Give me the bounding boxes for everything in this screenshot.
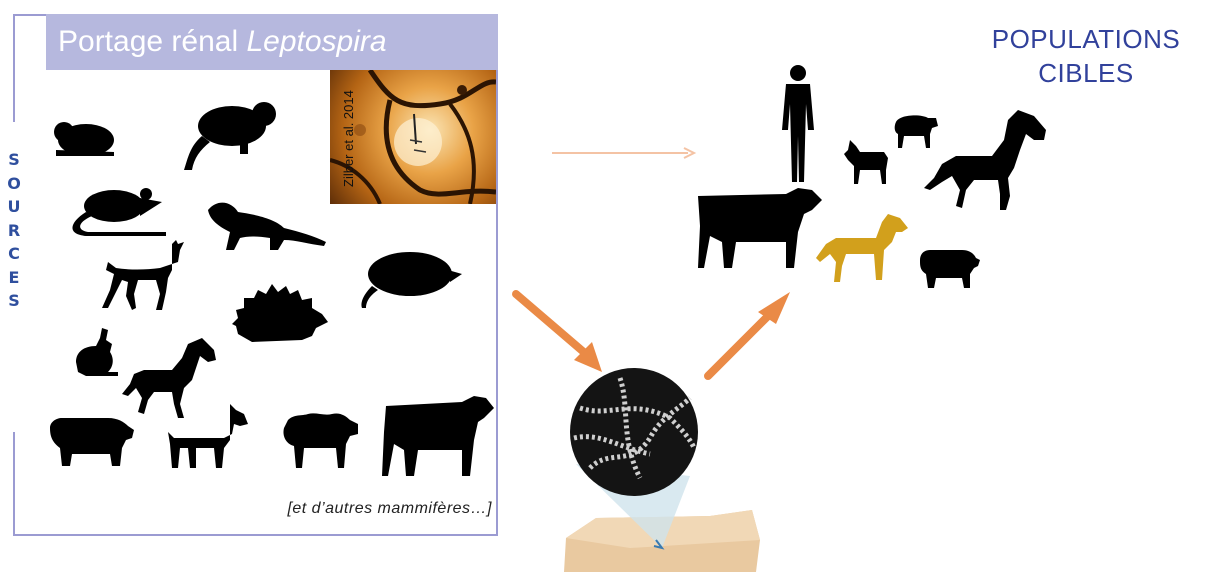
citation: Zilber et al. 2014	[341, 80, 361, 198]
panel-left-border-bottom	[13, 432, 15, 536]
arrow-to-environment	[508, 288, 608, 374]
deer-icon	[98, 240, 190, 312]
environment-magnifier	[560, 368, 764, 572]
sources-letter: S	[4, 289, 24, 313]
targets-title: POPULATIONS CIBLES	[968, 22, 1204, 90]
faint-arrow	[552, 146, 696, 160]
goat-icon	[842, 140, 890, 186]
sheep-icon	[280, 412, 360, 470]
targets-title-line2: CIBLES	[968, 56, 1204, 90]
ferret-icon	[204, 198, 328, 254]
sources-letter: S	[4, 148, 24, 172]
sources-letter: O	[4, 172, 24, 196]
goat-icon	[164, 404, 250, 470]
panel-title-italic: Leptospira	[246, 25, 386, 58]
targets-title-line1: POPULATIONS	[968, 22, 1204, 56]
sources-label: S O U R C E S	[4, 148, 24, 313]
dog-icon	[816, 214, 908, 284]
hare-icon	[72, 328, 124, 376]
cow-icon	[382, 392, 494, 478]
hedgehog-icon	[232, 284, 328, 344]
panel-title-plain: Portage rénal	[58, 25, 246, 58]
pig-icon	[48, 414, 134, 466]
horse-icon	[922, 110, 1048, 214]
pig-icon	[918, 248, 980, 288]
panel-title: Portage rénal Leptospira	[46, 14, 498, 70]
beaver-icon	[180, 96, 280, 172]
human-icon	[780, 64, 816, 184]
sources-letter: U	[4, 195, 24, 219]
cow-icon	[694, 186, 822, 270]
sources-letter: C	[4, 242, 24, 266]
sources-letter: E	[4, 266, 24, 290]
rat-icon	[66, 182, 176, 242]
mole-icon	[358, 248, 462, 310]
vole-icon	[50, 114, 120, 160]
panel-left-border-top	[13, 14, 15, 122]
footnote: [et d’autres mammifères…]	[210, 500, 492, 518]
sources-letter: R	[4, 219, 24, 243]
